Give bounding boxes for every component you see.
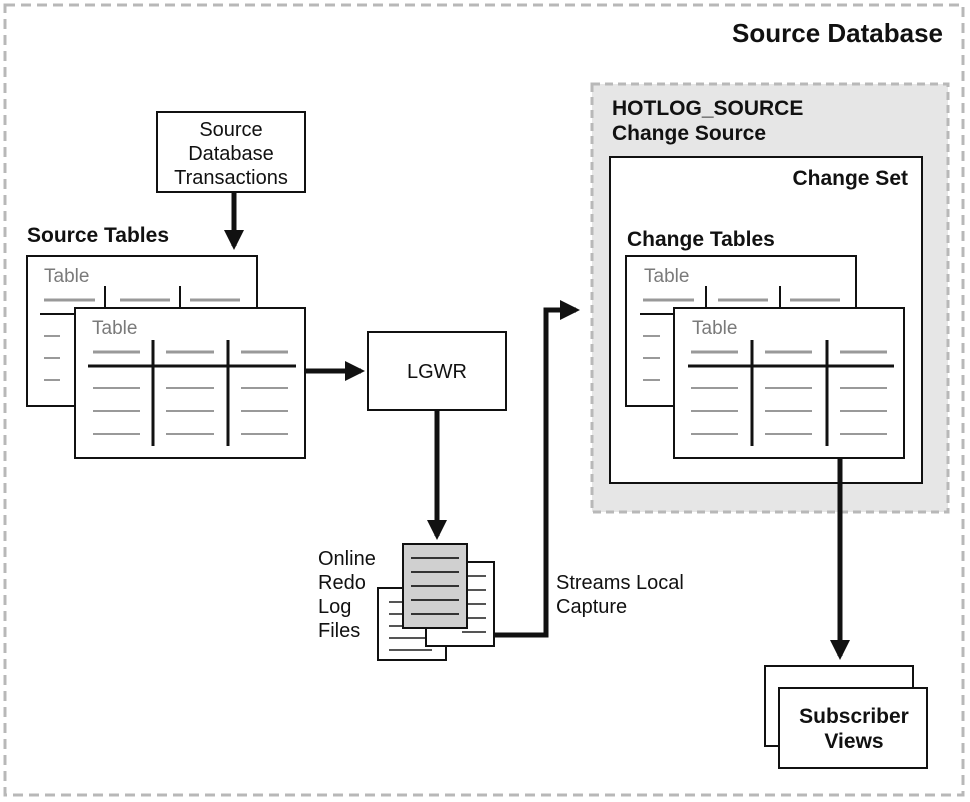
source-table-back-label: Table — [44, 266, 89, 287]
change-tables-heading: Change Tables — [627, 228, 775, 251]
lgwr-label: LGWR — [407, 361, 467, 383]
subscriber-views-box — [778, 687, 928, 769]
redo-logs-label-line1: Online — [318, 548, 376, 570]
source-database-title: Source Database — [732, 18, 943, 48]
source-database-frame — [3, 3, 965, 797]
source-table-front-label: Table — [92, 318, 137, 339]
transactions-box — [156, 111, 306, 193]
redo-logs-label-line3: Log — [318, 596, 351, 618]
redo-logs-label-line4: Files — [318, 620, 360, 642]
subscriber-views-label-line1: Subscriber — [799, 705, 909, 728]
change-source-label-line2: Change Source — [612, 122, 766, 145]
change-table-front-label: Table — [692, 318, 737, 339]
change-table-front: Table — [673, 307, 905, 459]
change-table-back-label: Table — [644, 266, 689, 287]
change-source-label-line1: HOTLOG_SOURCE — [612, 97, 803, 120]
transactions-label-line2: Database — [188, 143, 274, 165]
redo-logs-label-line2: Redo — [318, 572, 366, 594]
source-table-front: Table — [74, 307, 306, 459]
redo-log-files-stack — [377, 543, 495, 661]
capture-label-line1: Streams Local — [556, 572, 684, 594]
arrow-capture-to-change-source — [494, 300, 580, 638]
source-tables-heading: Source Tables — [27, 224, 169, 247]
capture-label-line2: Capture — [556, 596, 627, 618]
change-set-title: Change Set — [792, 167, 908, 190]
lgwr-box — [367, 331, 507, 411]
subscriber-views-label-line2: Views — [824, 730, 883, 753]
transactions-label-line1: Source — [199, 119, 262, 141]
transactions-label-line3: Transactions — [174, 167, 288, 189]
